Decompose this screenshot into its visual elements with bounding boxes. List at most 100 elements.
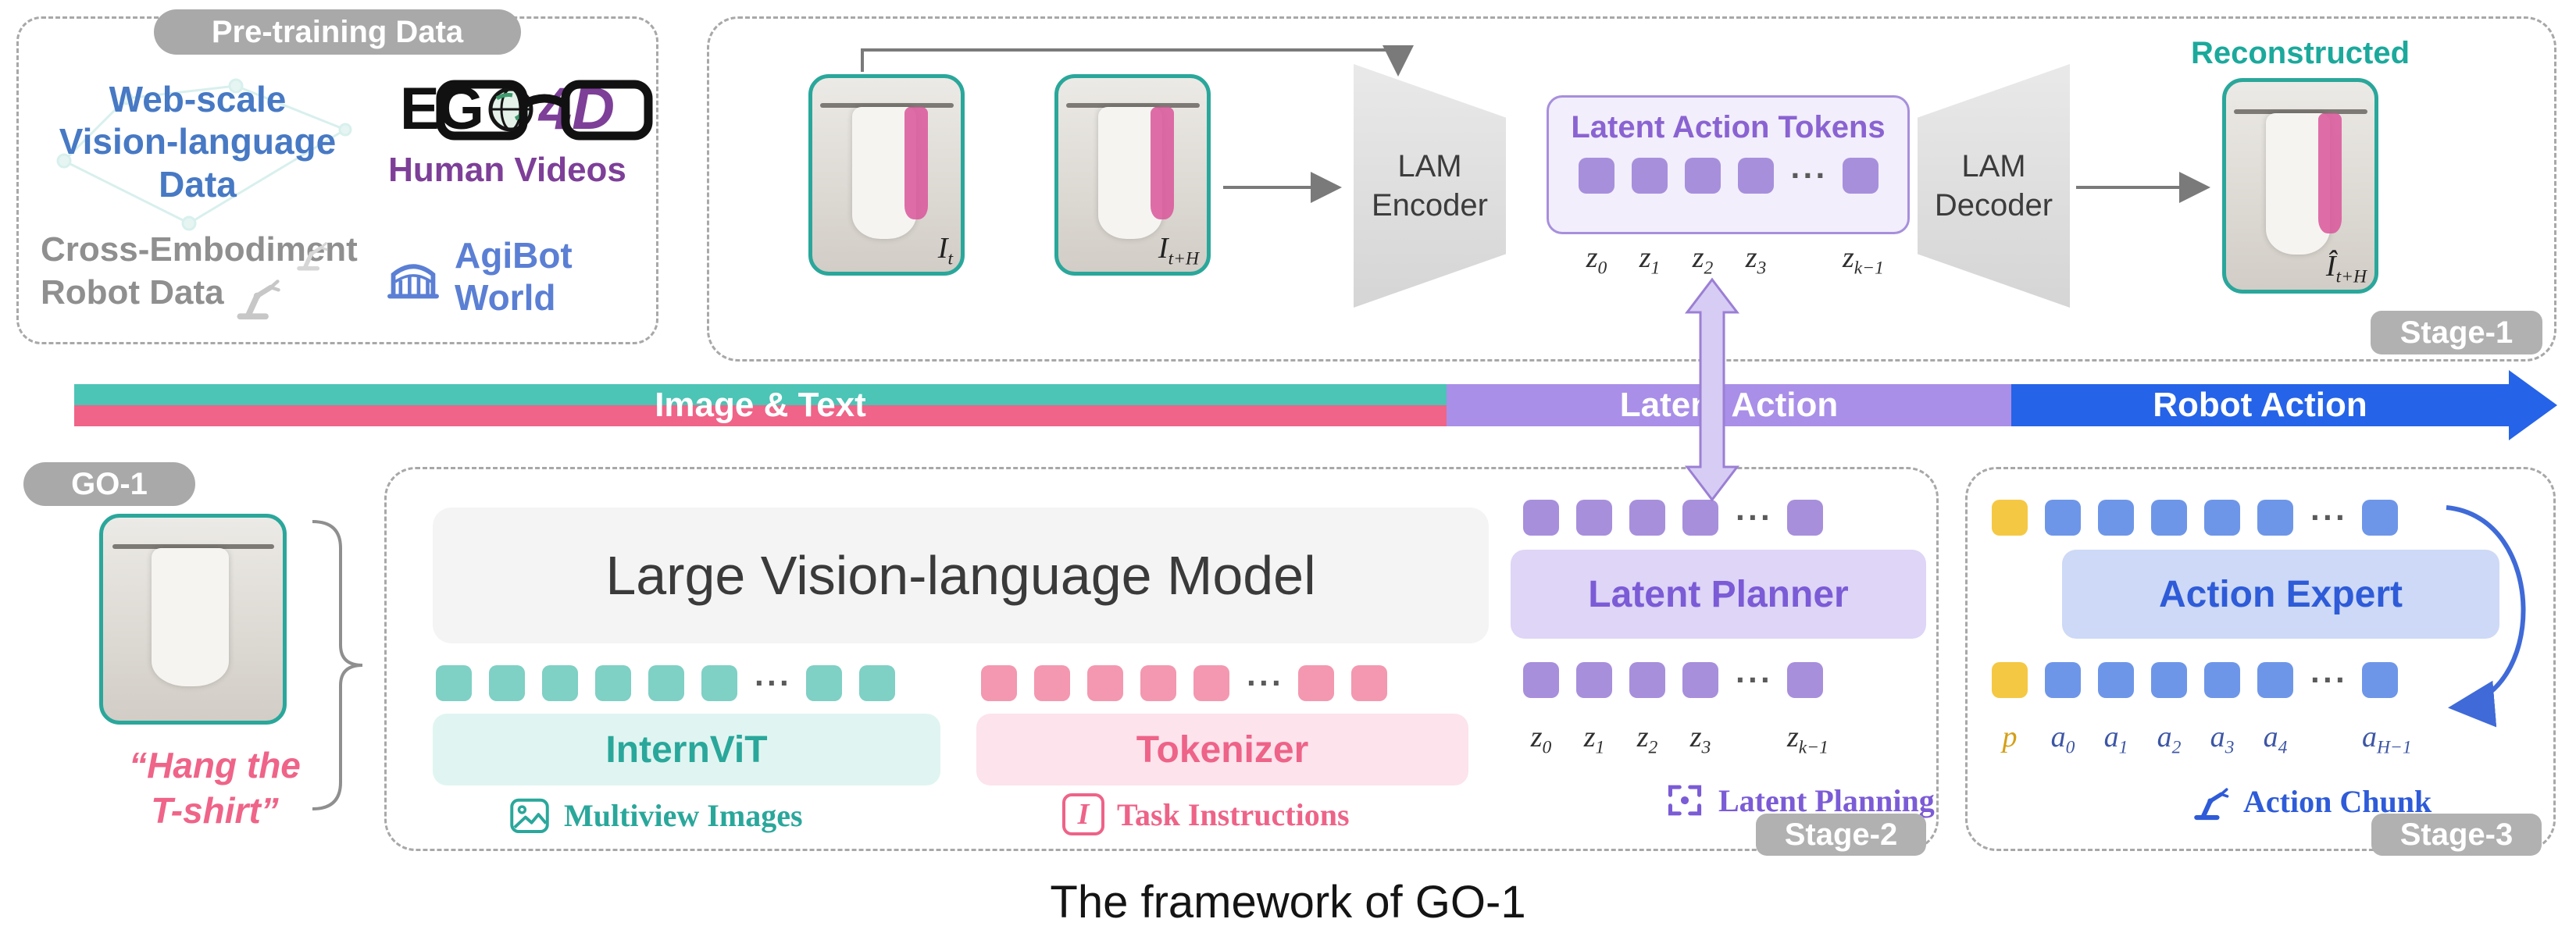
reconstructed-frame: Ît+H (2222, 78, 2378, 294)
hanging-dress (2317, 112, 2342, 234)
task-instructions-icon: I (1062, 793, 1104, 835)
robot-arm-icon (237, 280, 280, 320)
ellipsis: ··· (2310, 661, 2348, 698)
closet-rail (819, 103, 954, 109)
latent-token (1787, 662, 1823, 698)
band-arrowhead (2509, 370, 2557, 440)
text-token (1351, 665, 1387, 701)
webscale-data-label: Web-scale Vision-language Data (59, 79, 337, 205)
visual-token (701, 665, 737, 701)
stage1-badge: Stage-1 (2371, 311, 2542, 354)
latent-token (1682, 662, 1718, 698)
visual-token (489, 665, 525, 701)
band-latent-action: Latent Action (1447, 384, 2011, 426)
latent-token (1576, 500, 1612, 536)
closet-rail (2233, 109, 2367, 114)
ellipsis: ··· (1790, 157, 1829, 194)
band-image-text: Image & Text (74, 384, 1447, 426)
proprio-token (1992, 500, 2028, 536)
input-frame-t+H: It+H (1054, 74, 1211, 276)
tokenizer-box: Tokenizer (976, 714, 1468, 785)
visual-token (542, 665, 578, 701)
latent-token (1578, 158, 1614, 194)
text-token (1298, 665, 1334, 701)
lvlm-box: Large Vision-language Model (433, 508, 1489, 643)
latent-token (1631, 158, 1668, 194)
latent-token-labels: z0 z1 z2 z3 zk−1 (1586, 241, 1884, 279)
action-token (2045, 662, 2081, 698)
glasses-icon (436, 80, 653, 141)
action-token (2151, 500, 2187, 536)
ego4d-caption: Human Videos (388, 151, 626, 189)
closet-rail (1065, 103, 1200, 109)
text-token (1193, 665, 1229, 701)
action-output-token-row: ··· (1992, 662, 2398, 698)
ellipsis: ··· (1736, 499, 1773, 536)
action-token (2362, 500, 2398, 536)
action-token (2257, 662, 2293, 698)
task-instructions-caption: I Task Instructions (1062, 793, 1350, 835)
action-token-labels: p a0 a1 a2 a3 a4 aH−1 (2002, 721, 2412, 758)
latent-token (1523, 662, 1559, 698)
latent-token (1684, 158, 1721, 194)
visual-token (806, 665, 842, 701)
latent-token (1576, 662, 1612, 698)
latent-planning-caption: Latent Planning (1664, 779, 1935, 821)
network-decoration (56, 78, 352, 231)
latent-token (1737, 158, 1774, 194)
agibot-world-label: AgiBot World (384, 234, 573, 319)
band-robot-action: Robot Action (2011, 384, 2509, 426)
visual-token-row: ··· (436, 665, 895, 701)
hanging-dress (904, 107, 929, 220)
pretraining-panel (16, 16, 658, 344)
latent-token-row: ··· (1549, 158, 1907, 194)
ellipsis: ··· (1247, 664, 1284, 701)
visual-token (859, 665, 895, 701)
latent-token (1629, 500, 1665, 536)
robot-arm-icon (2194, 788, 2229, 821)
text-token-row: ··· (981, 665, 1387, 701)
colosseum-icon (387, 264, 439, 299)
stage2-badge: Stage-2 (1756, 814, 1926, 856)
hanging-shirt (152, 548, 229, 686)
action-token (2257, 500, 2293, 536)
action-input-token-row: ··· (1992, 500, 2398, 536)
reconstructed-label: Reconstructed (2190, 36, 2410, 70)
ellipsis: ··· (1736, 661, 1773, 698)
task-instruction-text: “Hang the T-shirt” (129, 745, 301, 831)
latent-planning-icon (1668, 785, 1702, 816)
robot-arm-icon (297, 242, 328, 271)
observation-photo (99, 514, 287, 725)
latent-action-tokens-box: Latent Action Tokens ··· (1547, 95, 1910, 234)
text-token (981, 665, 1017, 701)
internvit-box: InternViT (433, 714, 940, 785)
latent-planner-box: Latent Planner (1511, 550, 1926, 639)
latent-action-tokens-title: Latent Action Tokens (1571, 110, 1886, 144)
stage3-badge: Stage-3 (2371, 814, 2542, 856)
go1-badge: GO-1 (23, 462, 195, 506)
pretraining-badge: Pre-training Data (154, 9, 521, 55)
visual-token (595, 665, 631, 701)
figure-caption: The framework of GO-1 (1050, 877, 1526, 928)
pretraining-badge-label: Pre-training Data (211, 14, 464, 49)
latent-token (1842, 158, 1878, 194)
ellipsis: ··· (755, 664, 792, 701)
lvlm-title: Large Vision-language Model (605, 545, 1316, 606)
action-token (2045, 500, 2081, 536)
ego4d-logo: EG 4D Human Videos (361, 75, 654, 190)
latent-token (1523, 500, 1559, 536)
multiview-images-icon (510, 798, 549, 833)
action-token (2098, 500, 2134, 536)
input-frame-t: It (808, 74, 965, 276)
latent-token (1682, 500, 1718, 536)
text-token (1140, 665, 1176, 701)
latent-token (1787, 500, 1823, 536)
latent-token (1629, 662, 1665, 698)
action-token (2151, 662, 2187, 698)
hanging-dress (1150, 107, 1175, 220)
frame-label: Ît+H (2325, 250, 2367, 287)
planner-output-token-row: ··· (1523, 662, 1823, 698)
multiview-images-caption: Multiview Images (508, 793, 803, 837)
visual-token (436, 665, 472, 701)
